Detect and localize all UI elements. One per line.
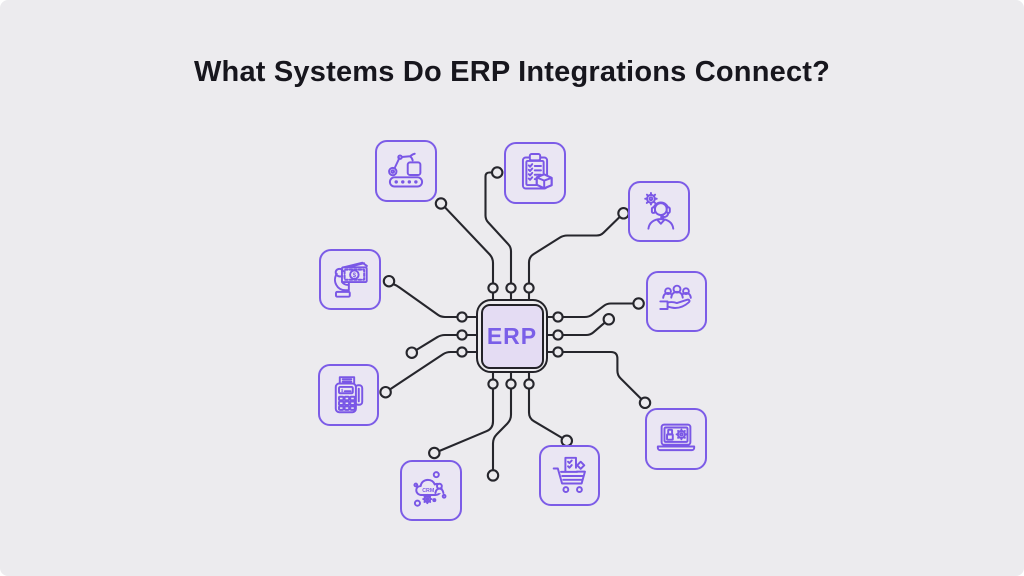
support-agent-gear-icon <box>644 191 675 230</box>
node-warehouse-software <box>645 408 707 470</box>
wire-to-customer-support <box>527 215 622 286</box>
erp-chip-label: ERP <box>480 303 544 369</box>
wire-left-middle-floating <box>415 333 459 351</box>
robot-arm-conveyor-icon <box>388 152 424 188</box>
money-dollar: $ <box>353 271 357 278</box>
crm-label: CRM <box>422 488 435 494</box>
page-title: What Systems Do ERP Integrations Connect… <box>193 56 831 88</box>
wire-bottom-middle-floating <box>491 387 513 472</box>
node-manufacturing <box>375 140 437 202</box>
node-crm: CRM <box>400 460 462 521</box>
shopping-cart-checklist-icon <box>552 456 586 493</box>
erp-chip: ERP <box>476 299 548 373</box>
crm-cloud-icon: CRM <box>413 470 447 507</box>
wire-to-manufacturing <box>443 205 495 286</box>
pos-terminal-icon: $ <box>334 376 363 414</box>
node-finance: $ <box>319 249 381 310</box>
wire-to-finance <box>392 283 459 319</box>
wire-to-pos <box>389 350 459 391</box>
node-human-resources <box>646 271 707 332</box>
wire-to-warehouse-software <box>561 350 643 401</box>
node-inventory <box>504 142 566 204</box>
node-procurement <box>539 445 600 506</box>
laptop-box-gear-icon <box>656 423 696 452</box>
chip-pins <box>456 282 564 390</box>
wire-to-inventory <box>484 171 513 286</box>
node-customer-support <box>628 181 690 242</box>
people-in-hand-icon <box>658 284 692 310</box>
node-payments-pos: $ <box>318 364 379 426</box>
wire-right-middle-floating <box>561 321 606 337</box>
wire-near-cart <box>527 387 564 440</box>
hand-money-icon: $ <box>334 261 368 298</box>
wire-terminals <box>379 166 652 482</box>
clipboard-checklist-box-icon <box>521 153 553 190</box>
wire-to-human-resources <box>561 302 635 319</box>
wire-near-crm <box>437 387 495 453</box>
pos-screen-dollar: $ <box>340 388 343 393</box>
